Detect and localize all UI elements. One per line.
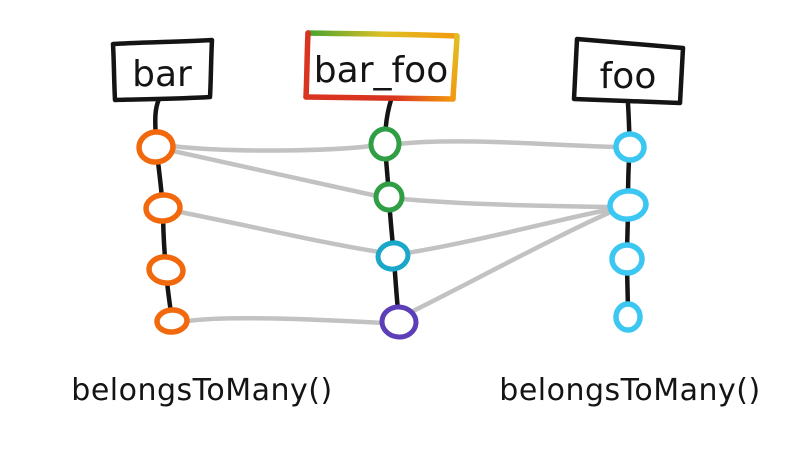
barfoo-box-top-edge [305, 30, 460, 39]
foo-row-2-node [607, 188, 649, 222]
bar-row-1-node [136, 129, 176, 165]
link-bar4-barfoo4 [185, 315, 387, 326]
barfoo-row-4-node [379, 304, 419, 340]
barfoo-row-3-node [375, 240, 411, 272]
foo-belongstomany-label: belongsToMany() [499, 373, 760, 408]
link-barfoo4-foo2 [410, 208, 616, 314]
bar-row-2-node [143, 192, 183, 224]
link-bar2-barfoo3 [177, 209, 383, 255]
foo-table-label: foo [600, 56, 657, 97]
barfoo-row-1-node [368, 126, 402, 162]
bar-row-3-node [146, 254, 186, 286]
link-bar1-barfoo2 [170, 148, 380, 199]
barfoo-box-left-edge [303, 30, 311, 100]
barfoo-box-bottom-edge [303, 94, 456, 102]
barfoo-box-right-edge [450, 33, 460, 102]
foo-row-1-node [613, 131, 647, 163]
bar-row-4-node [154, 307, 190, 335]
barfoo-table-label: bar_foo [314, 50, 448, 91]
foo-table-box [571, 36, 686, 106]
bar-table-label: bar [132, 54, 192, 95]
link-barfoo1-foo1 [395, 139, 620, 150]
link-barfoo3-foo2 [404, 206, 615, 256]
bar-table-box [110, 37, 215, 103]
link-bar1-barfoo1 [169, 143, 374, 153]
foo-row-4-node [613, 301, 643, 333]
bar-belongstomany-label: belongsToMany() [71, 373, 332, 408]
barfoo-row-2-node [373, 181, 405, 213]
barfoo-table-box [306, 33, 457, 99]
link-barfoo2-foo2 [399, 196, 614, 210]
foo-row-3-node [609, 242, 645, 276]
